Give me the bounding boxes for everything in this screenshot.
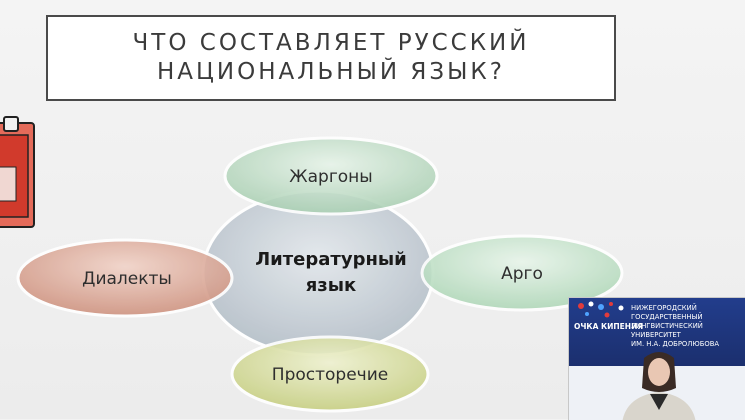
- center-label-line-1: Литературный: [255, 249, 407, 270]
- slide-title-line-2: НАЦИОНАЛЬНЫЙ ЯЗЫК?: [157, 59, 505, 85]
- node-label-argo: Арго: [501, 264, 543, 284]
- university-line-5: ИМ. Н.А. ДОБРОЛЮБОВА: [631, 340, 720, 348]
- top-node-shape: [223, 136, 439, 216]
- university-line-4: УНИВЕРСИТЕТ: [631, 331, 681, 339]
- node-label-prostorechie: Просторечие: [271, 365, 389, 385]
- university-line-3: ЛИНГВИСТИЧЕСКИЙ: [631, 322, 703, 330]
- slide-title-line-1: ЧТО СОСТАВЛЯЕТ РУССКИЙ: [132, 30, 530, 56]
- bottom-node-shape: [230, 335, 430, 413]
- university-name: НИЖЕГОРОДСКИЙ ГОСУДАРСТВЕННЫЙ ЛИНГВИСТИЧ…: [631, 304, 719, 349]
- university-line-1: НИЖЕГОРОДСКИЙ: [631, 304, 697, 312]
- university-line-2: ГОСУДАРСТВЕННЫЙ: [631, 313, 703, 321]
- left-node-shape: [16, 238, 234, 318]
- presenter-figure: [622, 352, 696, 420]
- center-node-label: Литературный язык: [255, 247, 407, 299]
- node-label-zhargony: Жаргоны: [289, 167, 373, 187]
- logo-dots-icon: [578, 301, 624, 318]
- clipboard-icon: [0, 116, 35, 228]
- presenter-video: ОЧКА КИПЕНИЯ НИЖЕГОРОДСКИЙ ГОСУДАРСТВЕНН…: [568, 297, 745, 420]
- slide-title-box: ЧТО СОСТАВЛЯЕТ РУССКИЙ НАЦИОНАЛЬНЫЙ ЯЗЫК…: [46, 15, 616, 101]
- brand-text: ОЧКА КИПЕНИЯ: [574, 322, 644, 331]
- center-label-line-2: язык: [305, 275, 357, 296]
- right-node-shape: [420, 234, 624, 312]
- node-label-dialekty: Диалекты: [82, 269, 172, 289]
